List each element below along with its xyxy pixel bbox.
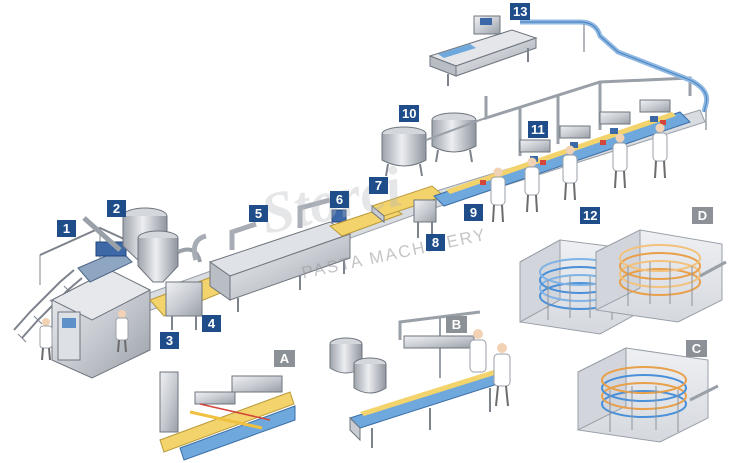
inset-label-d: D [692,207,713,224]
sheeter-unit [149,275,229,330]
cutting-station [413,199,437,238]
callout-7: 7 [369,177,388,194]
flour-tanks [122,207,202,283]
sauce-tanks [381,112,487,177]
inset-b-view [329,310,511,448]
inset-d-spiral-rooms [519,229,727,335]
press-platform [13,216,152,379]
pasteurizer-tunnel [191,197,352,312]
inset-label-a: A [274,350,295,367]
callout-12: 12 [580,207,601,224]
callout-9: 9 [464,204,483,221]
callout-8: 8 [426,234,445,251]
packaging-machine [428,15,538,86]
callout-11: 11 [528,121,548,138]
line-operators [490,123,668,223]
callout-1: 1 [57,220,76,237]
callout-4: 4 [202,315,221,332]
callout-3: 3 [160,332,179,349]
inset-label-c: C [686,340,707,357]
callout-6: 6 [330,191,349,208]
callout-13: 13 [510,3,531,20]
return-conveyor [520,19,710,130]
inset-c-spiral-room [577,347,719,443]
callout-5: 5 [249,205,268,222]
inset-a-view [155,362,296,461]
callout-2: 2 [107,200,126,217]
callout-10: 10 [399,105,420,122]
inset-label-b: B [446,316,467,333]
